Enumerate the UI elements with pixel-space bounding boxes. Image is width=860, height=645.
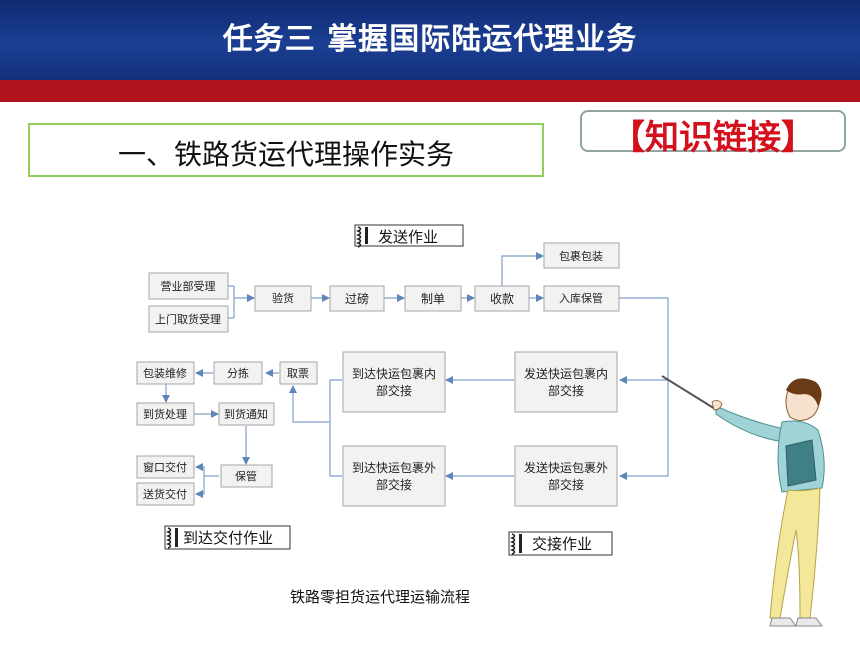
svg-text:入库保管: 入库保管	[559, 291, 603, 305]
knowledge-link-badge: 【知识链接】	[580, 110, 846, 158]
section-title-box: 一、铁路货运代理操作实务	[28, 123, 544, 177]
svg-text:过磅: 过磅	[345, 291, 369, 306]
box-fasong-nei: 发送快运包裹内 部交接	[514, 351, 618, 413]
page-title: 任务三 掌握国际陆运代理业务	[222, 22, 638, 57]
svg-text:包装维修: 包装维修	[143, 366, 187, 380]
svg-text:制单: 制单	[421, 292, 445, 306]
box-yingye: 营业部受理	[148, 272, 229, 300]
box-ruku: 入库保管	[543, 285, 620, 312]
box-zhidan: 制单	[404, 285, 462, 312]
svg-text:部交接: 部交接	[376, 477, 412, 492]
svg-text:窗口交付: 窗口交付	[143, 460, 187, 474]
box-songhuo: 送货交付	[136, 482, 195, 506]
svg-text:到货处理: 到货处理	[143, 407, 187, 421]
svg-text:包裹包装: 包裹包装	[559, 249, 603, 263]
svg-text:送货交付: 送货交付	[143, 487, 187, 501]
svg-text:到货通知: 到货通知	[224, 407, 268, 421]
box-daoda-wai: 到达快运包裹外 部交接	[342, 445, 446, 507]
box-chuangkou: 窗口交付	[136, 455, 195, 479]
svg-text:保管: 保管	[235, 469, 257, 483]
box-baoguo: 包裹包装	[543, 242, 620, 269]
svg-text:到达快运包裹外: 到达快运包裹外	[352, 460, 436, 475]
box-fasong-wai: 发送快运包裹外 部交接	[514, 445, 618, 507]
teacher-illustration	[661, 375, 825, 627]
tag-arrive-label: 到达交付作业	[183, 529, 273, 547]
box-qupiao: 取票	[279, 361, 318, 385]
box-weixiu: 包装维修	[136, 361, 195, 385]
box-daohuo-chuli: 到货处理	[136, 402, 195, 426]
svg-text:到达快运包裹内: 到达快运包裹内	[352, 366, 436, 381]
box-baoguan: 保管	[220, 464, 273, 488]
connectors	[162, 252, 669, 498]
red-accent-bar	[0, 80, 860, 102]
svg-text:部交接: 部交接	[376, 383, 412, 398]
svg-text:验货: 验货	[272, 291, 294, 305]
svg-text:部交接: 部交接	[548, 477, 584, 492]
box-shoukuan: 收款	[474, 285, 530, 312]
tag-send: 发送作业	[354, 224, 464, 248]
diagram-caption: 铁路零担货运代理运输流程	[290, 588, 471, 606]
svg-text:分拣: 分拣	[227, 366, 249, 380]
tag-handover: 交接作业	[508, 531, 613, 556]
box-daoda-nei: 到达快运包裹内 部交接	[342, 351, 446, 413]
box-shangmen: 上门取货受理	[148, 305, 229, 333]
svg-text:发送快运包裹外: 发送快运包裹外	[524, 460, 608, 475]
box-fenjian: 分拣	[213, 361, 263, 385]
tag-send-label: 发送作业	[378, 228, 438, 246]
svg-text:收款: 收款	[490, 292, 514, 306]
tag-handover-label: 交接作业	[532, 535, 592, 553]
svg-text:上门取货受理: 上门取货受理	[155, 312, 221, 326]
svg-text:发送快运包裹内: 发送快运包裹内	[524, 366, 608, 381]
svg-text:部交接: 部交接	[548, 383, 584, 398]
section-title: 一、铁路货运代理操作实务	[117, 138, 454, 171]
tag-arrive: 到达交付作业	[164, 525, 291, 550]
svg-text:取票: 取票	[287, 367, 309, 380]
header-bar: 任务三 掌握国际陆运代理业务	[0, 0, 860, 80]
box-guobang: 过磅	[329, 285, 385, 312]
svg-text:营业部受理: 营业部受理	[161, 279, 216, 293]
box-yanhuo: 验货	[254, 285, 312, 312]
knowledge-link-text: 【知识链接】	[611, 118, 815, 158]
box-daohuo-tongzhi: 到货通知	[218, 402, 275, 426]
